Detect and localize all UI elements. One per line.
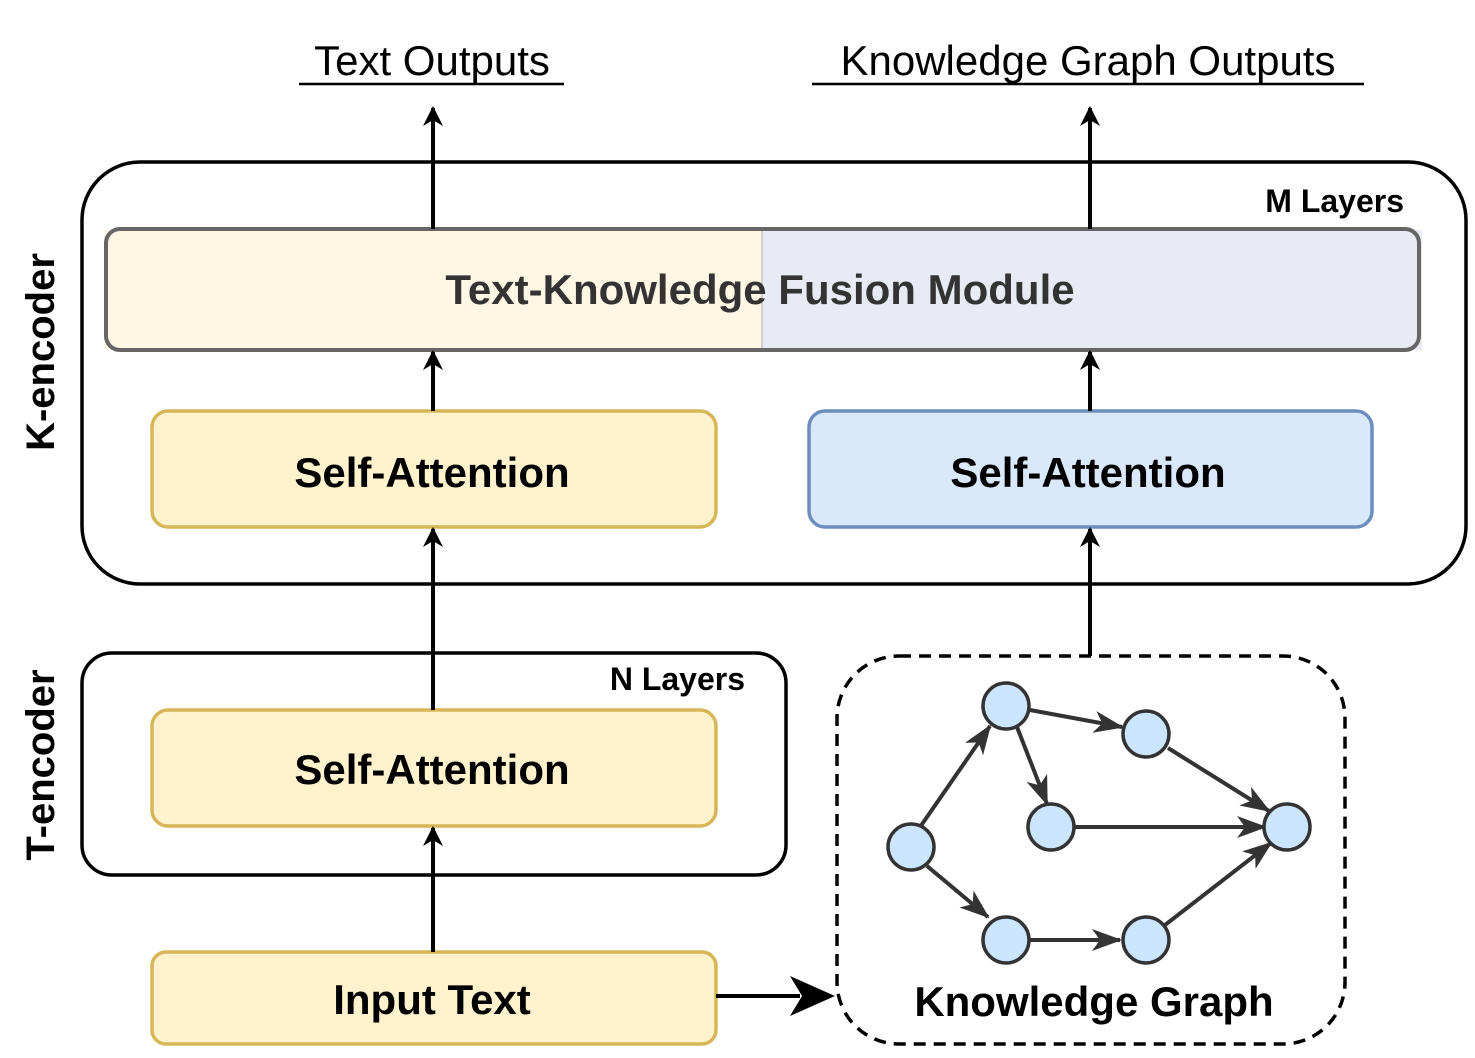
fusion-module-right-fill: [762, 230, 1422, 350]
fusion-module: [104, 227, 1421, 352]
k-encoder-container: [80, 160, 1468, 586]
graph-edge: [916, 724, 992, 832]
k-encoder-label: K-encoder: [19, 253, 63, 451]
graph-node: [1262, 802, 1312, 852]
knowledge-graph-label: Knowledge Graph: [914, 978, 1273, 1025]
graph-edges: [916, 708, 1273, 951]
graph-node: [981, 681, 1031, 731]
n-layers-label: N Layers: [610, 661, 745, 697]
fusion-module-left-fill: [104, 230, 762, 350]
graph-edge: [1015, 726, 1049, 806]
fusion-module-label: Text-Knowledge Fusion Module: [445, 266, 1074, 313]
graph-edge: [925, 864, 990, 919]
m-layers-label: M Layers: [1265, 183, 1404, 219]
arrow-input-to-graph-head: [790, 976, 835, 1016]
graph-edge: [1163, 841, 1273, 927]
k-kg-self-attention-label: Self-Attention: [950, 449, 1225, 496]
graph-node: [981, 915, 1031, 965]
graph-nodes: [886, 681, 1312, 965]
k-text-self-attention-label: Self-Attention: [294, 449, 569, 496]
graph-node: [1121, 915, 1171, 965]
graph-node: [1026, 802, 1076, 852]
flow-arrows: [423, 106, 1100, 998]
graph-edge: [1166, 746, 1271, 813]
t-encoder-label: T-encoder: [19, 669, 63, 860]
graph-edge: [1029, 708, 1124, 733]
input-text-label: Input Text: [333, 976, 531, 1023]
graph-node: [886, 822, 936, 872]
text-outputs-title: Text Outputs: [314, 37, 550, 84]
t-self-attention-label: Self-Attention: [294, 746, 569, 793]
kg-outputs-title: Knowledge Graph Outputs: [841, 37, 1336, 84]
graph-node: [1121, 709, 1171, 759]
